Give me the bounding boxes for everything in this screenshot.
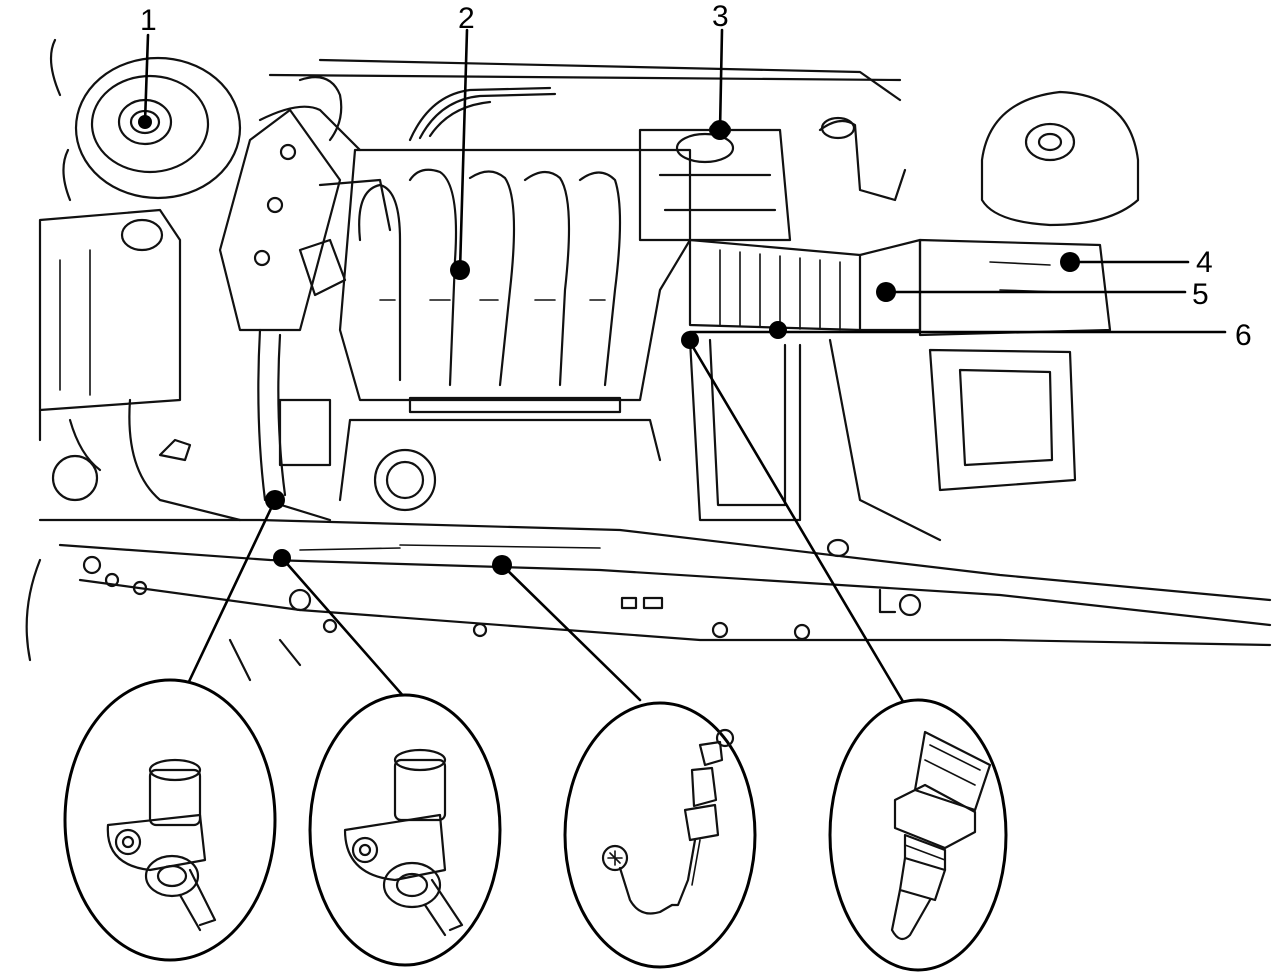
- left-lower-hose: [128, 328, 332, 522]
- callout-dots: [138, 115, 1080, 575]
- leader-9: [280, 556, 407, 700]
- leader-2: [458, 28, 469, 272]
- detail-bubble-10: [63, 678, 277, 962]
- top-reservoir: [638, 116, 907, 242]
- dot-3: [710, 120, 730, 140]
- leader-3: [718, 28, 724, 132]
- dot-4: [1060, 252, 1080, 272]
- dot-6: [769, 321, 787, 339]
- coolant-temperature-sensor-icon: [890, 730, 992, 941]
- dot-8: [492, 555, 512, 575]
- callout-label-3: 3: [712, 0, 729, 33]
- lower-hoses: [688, 338, 942, 558]
- detail-bubble-9: [308, 693, 502, 967]
- wiring-harness: [258, 58, 902, 152]
- leader-8: [500, 563, 642, 702]
- dot-7: [681, 331, 699, 349]
- callout-label-6: 6: [1235, 319, 1252, 352]
- air-filter-housing: [918, 238, 1112, 492]
- engine-bay-drawing: [25, 38, 1272, 682]
- detail-bubble-8: [563, 701, 757, 969]
- callout-label-2: 2: [458, 2, 475, 35]
- dot-5: [876, 282, 896, 302]
- dot-1: [138, 115, 152, 129]
- intake-manifold: [338, 148, 692, 512]
- wire-lead-sensor-icon: [601, 728, 735, 915]
- dot-10: [265, 490, 285, 510]
- position-sensor-icon: [343, 748, 464, 937]
- dot-9: [273, 549, 291, 567]
- left-cam-cover: [218, 108, 392, 332]
- leader-1: [143, 33, 150, 124]
- callout-label-5: 5: [1192, 278, 1209, 311]
- dot-2: [450, 260, 470, 280]
- right-strut-tower: [980, 90, 1140, 227]
- air-intake-duct: [688, 238, 922, 332]
- callout-label-4: 4: [1196, 246, 1213, 279]
- leader-10: [183, 498, 277, 692]
- detail-bubble-7: [828, 698, 1008, 972]
- leader-7: [688, 340, 910, 712]
- front-crossmember: [25, 518, 1272, 682]
- left-reservoir: [38, 208, 182, 502]
- callout-label-1: 1: [140, 4, 157, 37]
- position-sensor-icon: [106, 758, 217, 932]
